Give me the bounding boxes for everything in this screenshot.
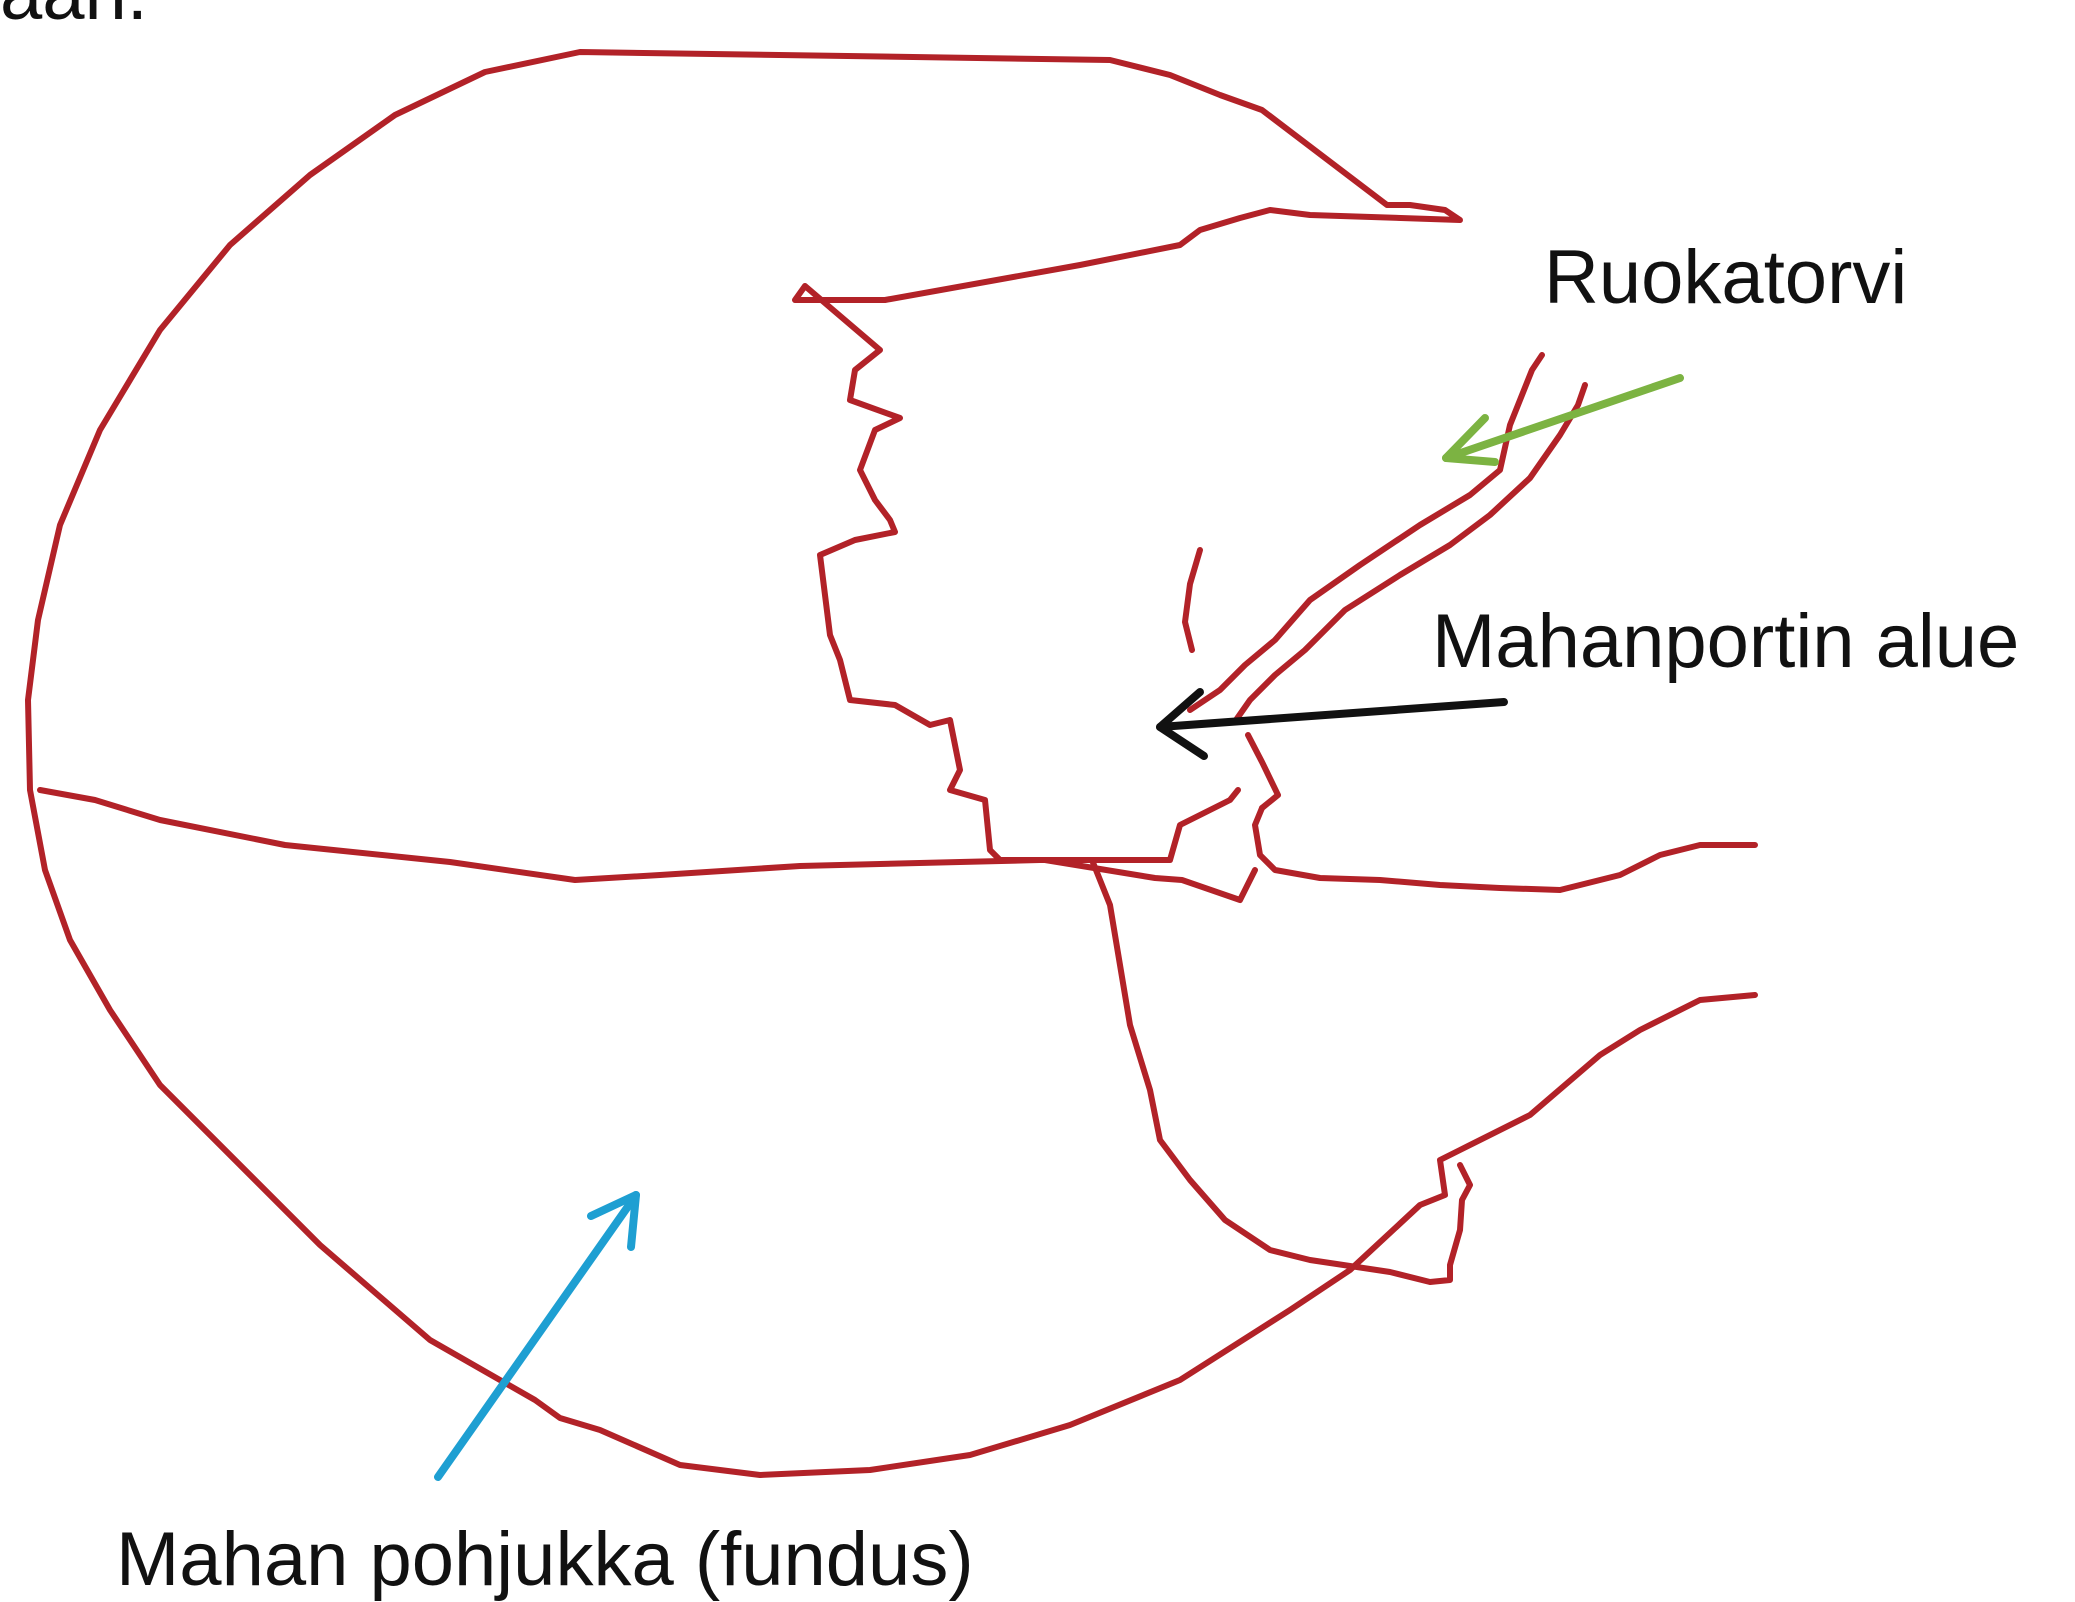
arrow-mahanportti	[1160, 692, 1504, 756]
stomach-inner-body	[1045, 790, 1238, 860]
arrow-ruokatorvi	[1446, 378, 1680, 462]
top-fragment-label: aan.	[0, 0, 148, 32]
stomach-lower-curve	[1092, 860, 1470, 1282]
stomach-outline	[28, 52, 1755, 1475]
mahanportti-label: Mahanportin alue	[1432, 604, 2019, 680]
fundus-label: Mahan pohjukka (fundus)	[116, 1522, 974, 1598]
ruokatorvi-label: Ruokatorvi	[1544, 240, 1907, 316]
stomach-outer-contour	[28, 52, 1755, 1475]
esophagus-inner-left	[1185, 550, 1200, 650]
stomach-body-divider	[40, 790, 1040, 880]
esophagus-inner-right	[1248, 735, 1278, 808]
antrum-top	[1255, 808, 1755, 890]
arrow-mahanportti-shaft	[1160, 702, 1504, 727]
